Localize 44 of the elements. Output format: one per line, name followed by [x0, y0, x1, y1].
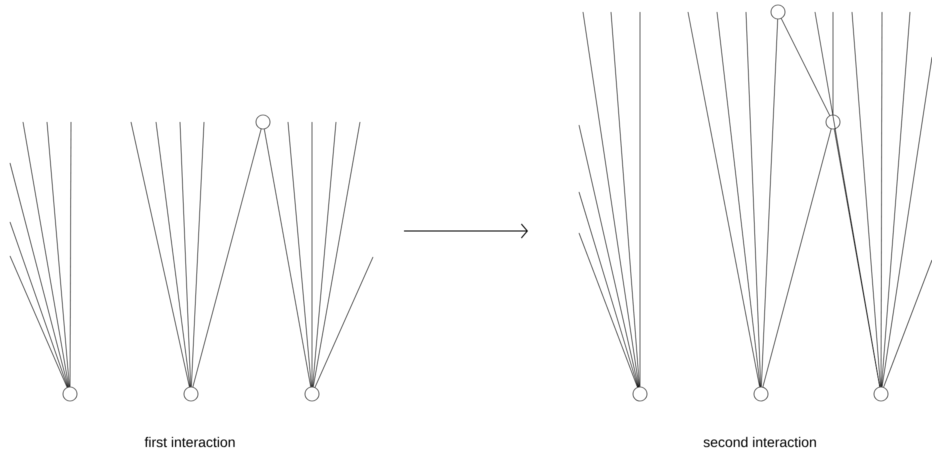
caption-text: first interaction: [144, 436, 235, 448]
vertex-circle: [826, 114, 840, 130]
line: [852, 12, 881, 388]
vertex-circle: [304, 386, 320, 402]
line: [46, 122, 70, 388]
line: [312, 122, 360, 388]
line: [578, 192, 638, 388]
line: [578, 124, 639, 388]
line: [10, 162, 68, 388]
line: [312, 122, 336, 388]
line: [780, 18, 830, 116]
line: [191, 122, 204, 388]
line: [578, 232, 638, 388]
vertex-circle: [754, 386, 768, 402]
line: [288, 122, 312, 388]
line: [746, 12, 762, 387]
vertex-circle: [632, 386, 648, 402]
line: [264, 128, 311, 388]
line: [70, 122, 72, 387]
line: [761, 19, 778, 387]
line: [610, 12, 640, 388]
line: [762, 128, 832, 388]
line: [22, 122, 70, 388]
line: [880, 12, 882, 387]
vertex-circle: [184, 386, 198, 402]
line: [881, 12, 910, 388]
line: [130, 122, 190, 388]
line: [10, 256, 68, 388]
vertex-circle: [256, 114, 270, 130]
line: [716, 12, 760, 388]
line: [180, 122, 192, 387]
caption-text: second interaction: [704, 436, 816, 448]
line: [314, 256, 374, 388]
line: [10, 222, 68, 388]
line: [688, 12, 760, 388]
vertex-circle: [62, 386, 78, 402]
line: [582, 12, 640, 388]
line: [814, 12, 880, 388]
vertex-circle: [770, 4, 786, 20]
line: [883, 260, 932, 388]
vertex-circle: [874, 386, 888, 402]
line: [156, 122, 190, 388]
line: [192, 128, 262, 388]
line: [832, 12, 834, 115]
